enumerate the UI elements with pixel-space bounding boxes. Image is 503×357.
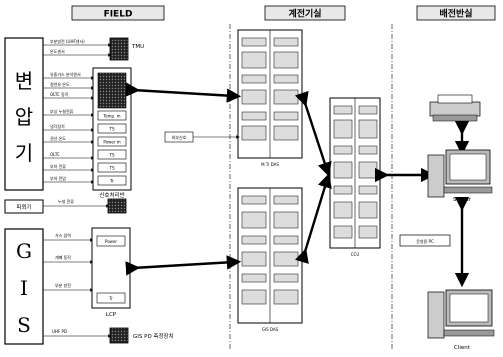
ccu-rack: CCU (329, 97, 381, 257)
transformer-box: 변 압 기 (4, 37, 44, 191)
sensor-signal-panel-label: 신호처리반 (99, 191, 124, 199)
transformer-signal-lines (43, 43, 112, 184)
svg-text:부하 전류: 부하 전류 (50, 163, 66, 169)
server-computer: Server (427, 149, 493, 203)
header-relay-room: 계전기실 (264, 5, 346, 21)
svg-text:운영용 PC: 운영용 PC (416, 238, 434, 244)
gis-signal-lines (43, 238, 94, 292)
gis-box: G I S (4, 228, 44, 345)
aux-signal: 외부신호 (164, 131, 240, 143)
mtr-das-rack: M.Tr DAS (237, 29, 303, 167)
svg-text:TS: TS (109, 153, 115, 158)
svg-text:OLTC: OLTC (50, 152, 60, 157)
svg-text:기: 기 (15, 141, 33, 165)
svg-text:압: 압 (15, 105, 33, 129)
svg-text:절연유 온도: 절연유 온도 (50, 81, 70, 87)
client-label: Client (454, 345, 471, 351)
svg-text:온도센서: 온도센서 (50, 48, 65, 54)
ccu-label: CCU (351, 252, 360, 257)
svg-text:TMU: TMU (131, 44, 144, 50)
data-links (125, 82, 470, 288)
gis-das-label: GIS DAS (262, 327, 279, 332)
tmu-module: TMU (109, 37, 144, 61)
header-panel-room: 배전반실 (416, 5, 496, 21)
svg-text:변: 변 (15, 69, 33, 93)
header-field: FIELD (71, 5, 165, 21)
lcp-panel: Power Tr LCP (91, 227, 131, 318)
svg-text:TS: TS (109, 127, 115, 132)
svg-text:누설 전류: 누설 전류 (58, 198, 74, 204)
svg-text:UHF PD: UHF PD (52, 329, 67, 334)
gis-pd-device: UHF PD GIS PD 측정장치 (43, 327, 174, 344)
arrester-box: 피뢰기 (4, 199, 44, 214)
server-label: Server (453, 197, 472, 203)
operator-pc-label-box: 운영용 PC (399, 234, 451, 247)
svg-text:I: I (20, 276, 28, 300)
svg-text:부분 방전: 부분 방전 (55, 282, 71, 288)
svg-text:Power m: Power m (103, 140, 120, 145)
header-relay-room-label: 계전기실 (288, 8, 321, 20)
svg-text:개폐 동작: 개폐 동작 (55, 254, 71, 260)
header-panel-room-label: 배전반실 (439, 8, 472, 20)
client-computer: Client (427, 289, 495, 351)
printer-icon (429, 94, 481, 122)
svg-text:Temp. m: Temp. m (102, 114, 120, 119)
sensor-signal-panel: Temp. m TS Power m TS TS Tr 신호처리반 (92, 67, 132, 199)
svg-text:S: S (17, 313, 31, 337)
svg-text:OLTC 동작: OLTC 동작 (50, 91, 69, 97)
svg-text:가스 압력: 가스 압력 (55, 232, 71, 238)
svg-text:TS: TS (109, 166, 115, 171)
svg-text:부분방전 (UHF센서): 부분방전 (UHF센서) (50, 38, 85, 44)
svg-text:권선 온도: 권선 온도 (50, 135, 66, 141)
header-field-label: FIELD (104, 10, 133, 20)
gis-das-rack: GIS DAS (237, 187, 303, 332)
arrester-signal: 누설 전류 (43, 198, 127, 214)
svg-text:GIS PD 측정장치: GIS PD 측정장치 (133, 332, 174, 340)
svg-text:피뢰기: 피뢰기 (16, 203, 31, 211)
svg-text:외부신호: 외부신호 (172, 134, 187, 140)
svg-text:G: G (16, 239, 32, 263)
svg-text:부싱 누설전류: 부싱 누설전류 (50, 108, 74, 114)
svg-text:유중가스 분석센서: 유중가스 분석센서 (50, 71, 81, 77)
svg-text:Power: Power (105, 239, 117, 244)
svg-text:냉각장치: 냉각장치 (50, 123, 65, 129)
lcp-label: LCP (106, 312, 117, 318)
svg-text:부하 전압: 부하 전압 (50, 175, 66, 181)
mtr-das-label: M.Tr DAS (261, 162, 279, 167)
gis-signal-labels: 가스 압력 개폐 동작 부분 방전 (55, 232, 71, 288)
transformer-signal-labels: 부분방전 (UHF센서) 온도센서 유중가스 분석센서 절연유 온도 OLTC … (50, 38, 85, 181)
svg-text:Tr: Tr (109, 179, 114, 184)
svg-text:Tr: Tr (108, 296, 113, 301)
